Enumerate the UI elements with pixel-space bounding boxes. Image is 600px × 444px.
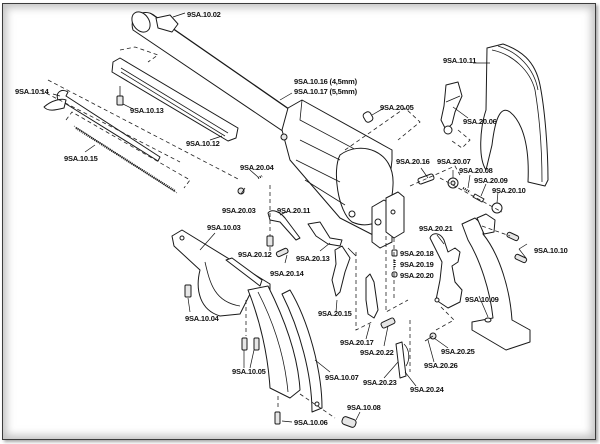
- label-9SA.10.07: 9SA.10.07: [325, 373, 359, 382]
- screw-20-22: [380, 317, 396, 329]
- frame-cylinder: [280, 99, 421, 249]
- label-9SA.20.07: 9SA.20.07: [437, 157, 471, 166]
- backstrap: [281, 289, 336, 419]
- trigger-guard-strap: [247, 285, 301, 399]
- label-9SA.20.19: 9SA.20.19: [400, 260, 434, 269]
- pin-20-09: [472, 193, 485, 203]
- label-9SA.10.05: 9SA.10.05: [232, 367, 266, 376]
- label-9SA.20.14: 9SA.20.14: [270, 269, 305, 278]
- label-9SA.20.23: 9SA.20.23: [363, 378, 397, 387]
- label-9SA.20.21: 9SA.20.21: [419, 224, 453, 233]
- label-9SA.10.08: 9SA.10.08: [347, 403, 381, 412]
- label-9SA.20.05: 9SA.20.05: [380, 103, 414, 112]
- screw-20-12: [266, 185, 274, 247]
- plunger-assembly: [391, 238, 398, 300]
- front-sight: [155, 14, 179, 33]
- mainspring-20-23: [395, 320, 411, 379]
- label-9SA.10.15: 9SA.10.15: [64, 154, 98, 163]
- label-9SA.20.15: 9SA.20.15: [318, 309, 352, 318]
- bushing-20-05: [362, 111, 374, 123]
- label-9SA.20.18: 9SA.20.18: [400, 249, 434, 258]
- label-9SA.20.26: 9SA.20.26: [424, 361, 458, 370]
- ejector-spring: [65, 111, 191, 194]
- label-9SA.20.25: 9SA.20.25: [441, 347, 475, 356]
- spring-20-08: [462, 187, 471, 193]
- label-9SA.10.16: 9SA.10.16 (4,5mm): [294, 77, 358, 86]
- backstrap-screw-bottom: [274, 396, 281, 425]
- loading-gate: [440, 81, 471, 149]
- label-9SA.10.09: 9SA.10.09: [465, 295, 499, 304]
- label-9SA.10.02: 9SA.10.02: [187, 10, 221, 19]
- label-9SA.20.06: 9SA.20.06: [463, 117, 497, 126]
- label-9SA.20.04: 9SA.20.04: [240, 163, 275, 172]
- label-9SA.20.17: 9SA.20.17: [340, 338, 374, 347]
- part-labels: 9SA.10.02 9SA.10.14 9SA.10.13 9SA.10.12 …: [15, 10, 568, 427]
- ejector-screw: [116, 86, 124, 106]
- label-9SA.10.06: 9SA.10.06: [294, 418, 328, 427]
- label-9SA.20.20: 9SA.20.20: [400, 271, 434, 280]
- label-9SA.20.11: 9SA.20.11: [277, 206, 310, 215]
- cap-20-10: [491, 202, 503, 214]
- leader-lines: [52, 12, 528, 423]
- label-9SA.10.12: 9SA.10.12: [186, 139, 220, 148]
- pin-20-25: [424, 305, 455, 342]
- label-9SA.20.08: 9SA.20.08: [459, 166, 493, 175]
- trigger: [331, 245, 357, 297]
- label-9SA.10.17: 9SA.10.17 (5,5mm): [294, 87, 358, 96]
- label-9SA.20.16: 9SA.20.16: [396, 157, 430, 166]
- nut-20-07: [447, 177, 459, 189]
- label-9SA.10.03: 9SA.10.03: [207, 223, 241, 232]
- label-9SA.20.12: 9SA.20.12: [238, 250, 272, 259]
- bolt-20-13: [307, 221, 343, 247]
- label-9SA.10.10: 9SA.10.10: [534, 246, 568, 255]
- label-9SA.20.09: 9SA.20.09: [474, 176, 508, 185]
- ejector-housing: [111, 46, 239, 142]
- ejector-rod: [39, 79, 241, 181]
- label-9SA.10.14: 9SA.10.14: [15, 87, 50, 96]
- screw-20-14: [275, 247, 289, 258]
- grip-frame-screws: [481, 225, 528, 264]
- label-9SA.20.13: 9SA.20.13: [296, 254, 330, 263]
- grip-panel: [480, 43, 549, 187]
- label-9SA.10.04: 9SA.10.04: [185, 314, 220, 323]
- hammer: [429, 233, 463, 309]
- label-9SA.20.10: 9SA.20.10: [492, 186, 526, 195]
- label-9SA.10.11: 9SA.10.11: [443, 56, 476, 65]
- tg-screw-front: [184, 284, 192, 298]
- tg-screws: [241, 300, 260, 351]
- label-9SA.20.24: 9SA.20.24: [410, 385, 445, 394]
- label-9SA.20.22: 9SA.20.22: [360, 348, 394, 357]
- backstrap-screw: [341, 416, 357, 428]
- spring-20-04: [257, 175, 263, 179]
- hand-20-17: [355, 236, 409, 331]
- spring-20-11: [267, 210, 301, 241]
- grip-frame: [461, 213, 531, 351]
- barrel: [131, 11, 306, 137]
- label-9SA.20.03: 9SA.20.03: [222, 206, 256, 215]
- label-9SA.10.13: 9SA.10.13: [130, 106, 164, 115]
